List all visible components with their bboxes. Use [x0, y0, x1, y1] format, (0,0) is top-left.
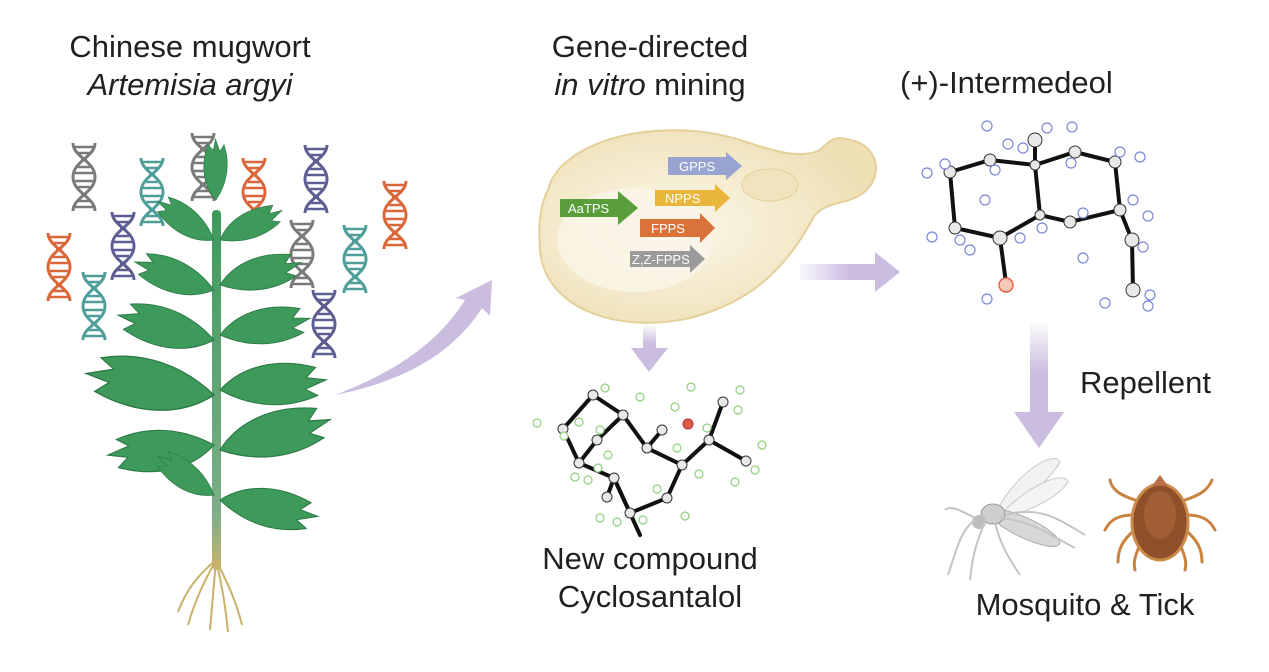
mosquito-illustration	[944, 458, 1086, 581]
dna-helix-icon	[342, 223, 368, 295]
dna-helix-icon	[289, 218, 315, 290]
enzyme-arrow-fpps: FPPS	[640, 213, 715, 243]
cyclosantalol-molecule-structure	[532, 382, 767, 537]
mining-title-line2: in vitro mining	[554, 67, 746, 102]
dna-helix-icon	[139, 156, 165, 228]
enzyme-label: GPPS	[679, 159, 715, 174]
new-compound-label: New compound Cyclosantalol	[500, 540, 800, 616]
mining-title: Gene-directed in vitro mining	[500, 28, 800, 104]
new-compound-name: Cyclosantalol	[557, 579, 743, 614]
enzyme-label: Z,Z-FPPS	[632, 252, 690, 267]
down-arrow-icon	[631, 325, 668, 372]
intermedeol-molecule-structure	[921, 120, 1156, 312]
repellent-label: Repellent	[1080, 365, 1211, 400]
enzyme-arrow-aatps: AaTPS	[560, 191, 638, 225]
plant-scientific-name: Artemisia argyi	[87, 67, 293, 102]
dna-helix-icon	[110, 210, 136, 282]
targets-label: Mosquito & Tick	[975, 587, 1195, 622]
right-arrow-icon	[800, 252, 900, 292]
product-title: (+)-Intermedeol	[900, 65, 1113, 100]
enzyme-arrows: AaTPS GPPS NPPS FPPS Z,Z-FPPS	[560, 152, 742, 273]
dna-helix-icon	[81, 270, 107, 342]
enzyme-arrow-gpps: GPPS	[668, 152, 742, 180]
new-compound-line1: New compound	[542, 541, 758, 576]
enzyme-label: FPPS	[651, 221, 685, 236]
dna-helix-icon	[382, 179, 408, 251]
plant-common-name: Chinese mugwort	[69, 29, 311, 64]
enzyme-label: AaTPS	[568, 201, 610, 216]
oxygen-atom	[998, 277, 1014, 293]
plant-title: Chinese mugwort Artemisia argyi	[40, 28, 340, 104]
mugwort-plant-illustration	[82, 137, 338, 633]
enzyme-arrow-npps: NPPS	[655, 184, 730, 212]
enzyme-arrow-zz-fpps: Z,Z-FPPS	[630, 245, 705, 273]
mining-title-line1: Gene-directed	[551, 29, 749, 64]
down-arrow-icon	[1014, 322, 1064, 448]
oxygen-atom	[682, 418, 694, 430]
dna-helix-icon	[311, 288, 337, 360]
enzyme-label: NPPS	[665, 191, 701, 206]
dna-helix-icon	[46, 231, 72, 303]
dna-helix-icon	[71, 141, 97, 213]
dna-helix-icon	[303, 143, 329, 215]
curved-arrow-icon	[335, 280, 492, 395]
tick-illustration	[1103, 475, 1217, 572]
